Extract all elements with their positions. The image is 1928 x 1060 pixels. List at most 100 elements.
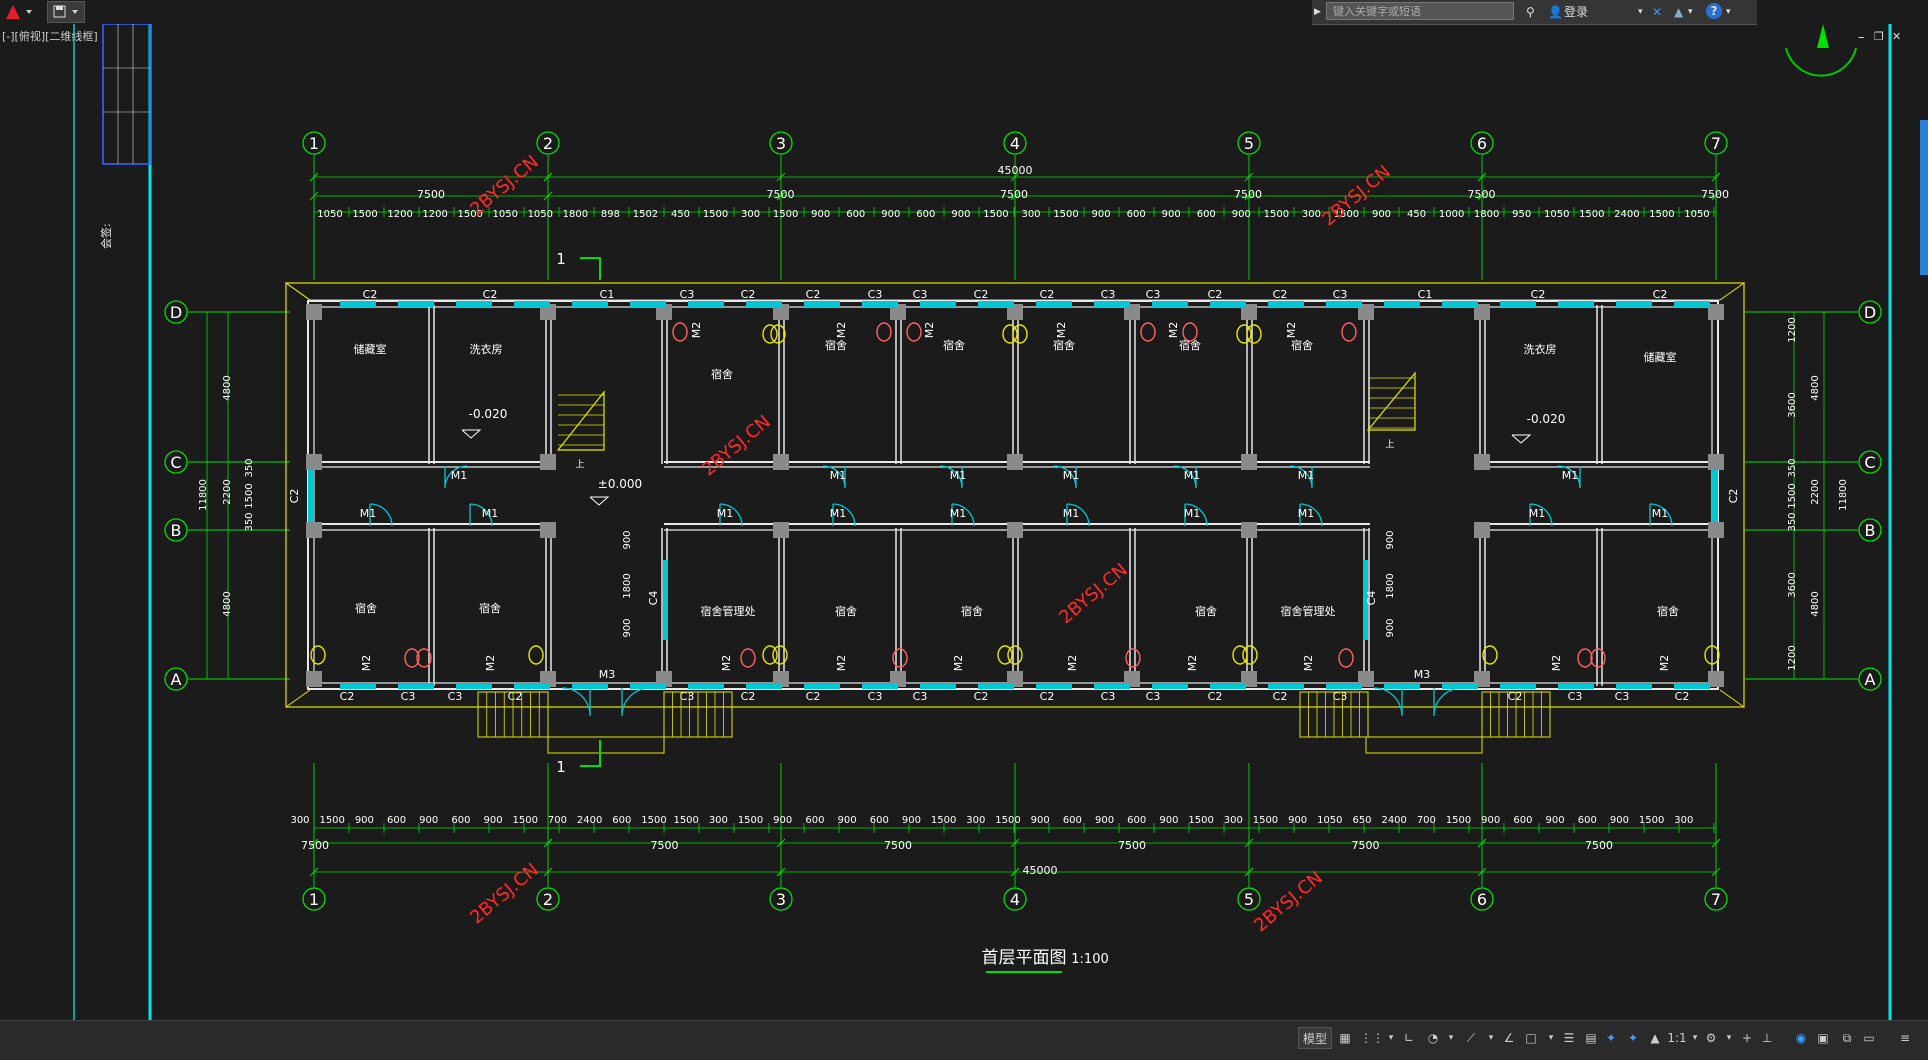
object-snap-tracking-icon[interactable]: ∠ bbox=[1503, 1031, 1515, 1045]
right-dimension: 4800 bbox=[1810, 591, 1821, 616]
window bbox=[340, 301, 376, 307]
binoculars-icon[interactable]: ⚲ bbox=[1526, 5, 1535, 19]
sub-dimension-bottom: 600 bbox=[870, 815, 889, 826]
isodraft-icon[interactable]: ⟋ bbox=[1466, 1031, 1476, 1045]
login-dropdown-icon[interactable]: ▾ bbox=[1638, 7, 1643, 17]
annotation-scale-icon[interactable]: ▲ bbox=[1650, 1031, 1660, 1045]
annotation-monitor-icon[interactable]: + bbox=[1741, 1031, 1753, 1045]
workspace-dropdown-icon[interactable]: ▾ bbox=[1726, 1033, 1732, 1043]
door-label: M1 bbox=[1562, 469, 1579, 482]
toilet-fixture bbox=[528, 645, 544, 665]
vertical-scrollbar[interactable] bbox=[1920, 120, 1928, 275]
object-snap-icon[interactable]: □ bbox=[1525, 1031, 1537, 1045]
viewcube-compass-icon[interactable] bbox=[1785, 47, 1857, 77]
corridor-dimension: 1800 bbox=[1385, 573, 1396, 598]
expand-arrow-icon[interactable]: ▶ bbox=[1314, 7, 1321, 17]
polar-dropdown-icon[interactable]: ▾ bbox=[1448, 1033, 1454, 1043]
model-tab-button[interactable]: 模型 bbox=[1298, 1027, 1333, 1049]
window-label: C2 bbox=[1653, 288, 1668, 301]
room-label: 宿舍 bbox=[1195, 604, 1217, 618]
clean-screen-toggle-icon[interactable]: ▭ bbox=[1863, 1031, 1875, 1045]
grid-icon[interactable]: ▦ bbox=[1339, 1031, 1351, 1045]
left-dimension: 4800 bbox=[222, 591, 233, 616]
window bbox=[862, 301, 898, 307]
lineweight-icon[interactable]: ☰ bbox=[1563, 1031, 1575, 1045]
window bbox=[1326, 683, 1362, 689]
column bbox=[306, 671, 322, 687]
sub-dimension-top: 300 bbox=[741, 209, 760, 220]
sub-dimension-bottom: 650 bbox=[1352, 815, 1371, 826]
door-swing bbox=[719, 503, 743, 527]
window-label: C3 bbox=[680, 690, 695, 703]
window bbox=[1268, 683, 1304, 689]
window bbox=[630, 683, 666, 689]
help-dropdown-icon[interactable]: ▾ bbox=[1726, 7, 1731, 17]
window-label: C3 bbox=[448, 690, 463, 703]
workspace-gear-icon[interactable]: ⚙ bbox=[1705, 1031, 1717, 1045]
minimize-button[interactable]: – bbox=[1858, 30, 1865, 45]
annotation-scale-dropdown-icon[interactable]: ▾ bbox=[1692, 1033, 1698, 1043]
axis-label-C: C bbox=[1864, 453, 1875, 472]
signature-block bbox=[102, 24, 151, 165]
search-input[interactable]: 键入关键字或短语 bbox=[1326, 2, 1514, 20]
sub-dimension-top: 600 bbox=[1127, 209, 1146, 220]
door-swing bbox=[561, 687, 591, 717]
exchange-icon[interactable]: ✕ bbox=[1652, 5, 1663, 19]
isodraft-dropdown-icon[interactable]: ▾ bbox=[1488, 1033, 1494, 1043]
sub-dimension-bottom: 600 bbox=[805, 815, 824, 826]
sub-dimension-top: 300 bbox=[1302, 209, 1321, 220]
total-dimension-top: 45000 bbox=[998, 164, 1033, 177]
connect-dropdown-icon[interactable]: ▾ bbox=[1688, 7, 1693, 17]
axis-bubble-7 bbox=[1704, 131, 1728, 155]
column bbox=[306, 454, 322, 470]
app-menu-button[interactable] bbox=[0, 1, 38, 23]
left-dimension: 11800 bbox=[198, 479, 209, 511]
column bbox=[656, 304, 672, 320]
sub-dimension-bottom: 700 bbox=[1417, 815, 1436, 826]
sub-dimension-top: 1500 bbox=[352, 209, 377, 220]
object-snap-dropdown-icon[interactable]: ▾ bbox=[1548, 1033, 1554, 1043]
window-label: C2 bbox=[741, 690, 756, 703]
annotation-scale-value[interactable]: 1:1 bbox=[1667, 1031, 1687, 1045]
dimension-tick bbox=[776, 191, 786, 201]
customization-menu-icon[interactable]: ≡ bbox=[1899, 1031, 1911, 1045]
clean-screen-icon[interactable]: ⧉ bbox=[1842, 1031, 1852, 1045]
snap-dropdown-icon[interactable]: ▾ bbox=[1388, 1033, 1394, 1043]
sub-dimension-top: 900 bbox=[1092, 209, 1111, 220]
login-link[interactable]: 登录 bbox=[1564, 5, 1589, 19]
building-outline bbox=[285, 689, 311, 708]
connect-icon[interactable]: ▲ bbox=[1674, 5, 1684, 19]
help-icon[interactable]: ? bbox=[1706, 3, 1722, 19]
ortho-icon[interactable]: ∟ bbox=[1403, 1031, 1415, 1045]
elevation-label: -0.020 bbox=[469, 407, 508, 421]
window bbox=[1442, 301, 1478, 307]
sub-dimension-bottom: 1500 bbox=[319, 815, 344, 826]
restore-button[interactable]: ❐ bbox=[1874, 30, 1884, 43]
door-label: M1 bbox=[1063, 469, 1080, 482]
annotation-visibility-icon[interactable]: ✦ bbox=[1605, 1031, 1617, 1045]
close-button[interactable]: ✕ bbox=[1892, 30, 1902, 43]
room-label: 宿舍 bbox=[1179, 338, 1201, 352]
sub-dimension-top: 1000 bbox=[1439, 209, 1464, 220]
auto-scale-icon[interactable]: ✦ bbox=[1627, 1031, 1639, 1045]
save-icon bbox=[53, 5, 78, 18]
sub-dimension-bottom: 600 bbox=[1127, 815, 1146, 826]
isolate-objects-icon[interactable]: ◉ bbox=[1795, 1031, 1807, 1045]
transparency-icon[interactable]: ▤ bbox=[1585, 1031, 1597, 1045]
snap-icon[interactable]: ⋮⋮ bbox=[1360, 1031, 1384, 1045]
polar-icon[interactable]: ◔ bbox=[1427, 1031, 1439, 1045]
room-label: 宿舍 bbox=[355, 601, 377, 615]
sub-dimension-top: 1050 bbox=[493, 209, 518, 220]
toilet-fixture bbox=[906, 322, 922, 342]
hardware-acceleration-icon[interactable]: ▣ bbox=[1817, 1031, 1829, 1045]
door-swing bbox=[369, 503, 393, 527]
column bbox=[1708, 304, 1724, 320]
quick-access-button[interactable] bbox=[47, 1, 85, 23]
toilet-fixture bbox=[1125, 648, 1141, 668]
window bbox=[1036, 683, 1072, 689]
door-label: M1 bbox=[1063, 507, 1080, 520]
window bbox=[1384, 683, 1420, 689]
units-icon[interactable]: ⊥ bbox=[1761, 1031, 1773, 1045]
